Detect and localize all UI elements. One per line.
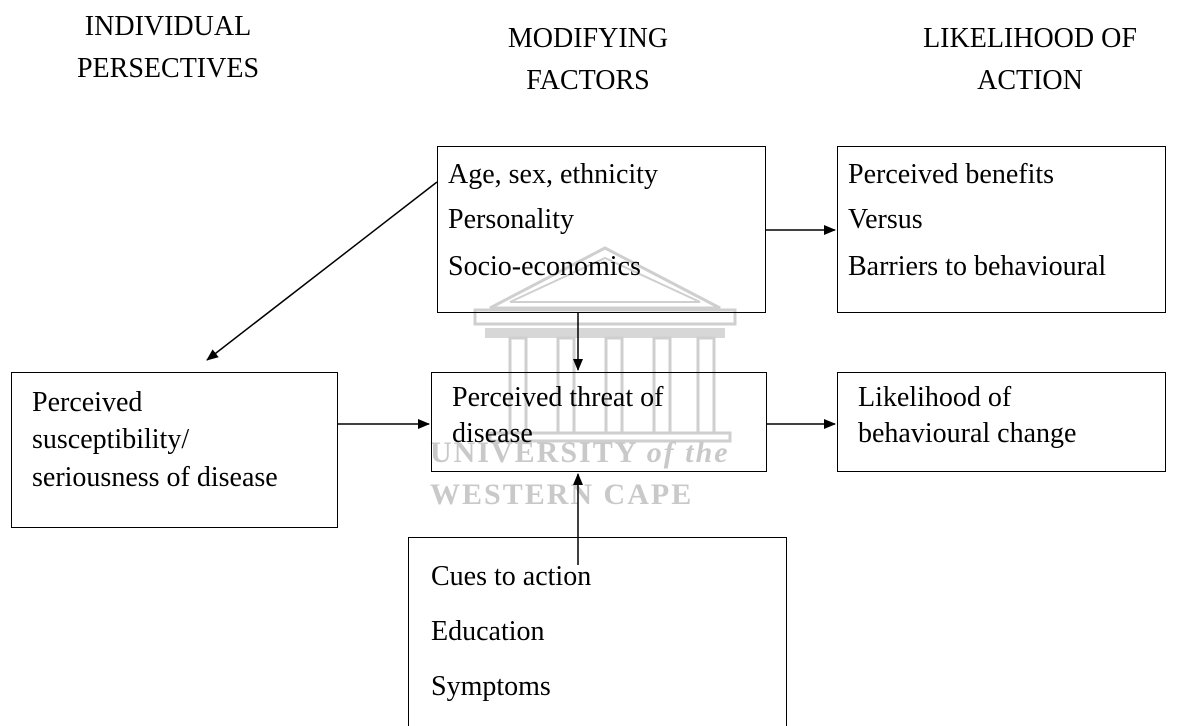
cues-to-action-box: Cues to action Education Symptoms (408, 537, 787, 726)
university-watermark: UNIVERSITY of the WESTERN CAPE (430, 238, 780, 568)
building-emblem-icon (473, 246, 737, 443)
susceptibility-line: Perceived (32, 387, 143, 418)
watermark-university-text: UNIVERSITY of the (430, 436, 730, 469)
likelihood-of-change-box: Likelihood of behavioural change (837, 372, 1166, 472)
modifying-factor-item: Socio-economics (448, 251, 641, 282)
benefits-barriers-item: Barriers to behavioural (848, 251, 1107, 282)
heading-individual-perspectives: INDIVIDUAL PERSECTIVES (76, 11, 260, 84)
threat-line: disease (452, 418, 533, 449)
likelihood-line: Likelihood of (858, 382, 1012, 413)
benefits-barriers-item: Versus (848, 204, 923, 235)
cue-item: Education (431, 616, 545, 647)
threat-line: Perceived threat of (452, 382, 664, 413)
arrow-modifying-to-susceptibility (206, 181, 438, 361)
modifying-factor-item: Personality (448, 204, 574, 235)
cue-item: Cues to action (431, 561, 592, 592)
perceived-threat-box: Perceived threat of disease (431, 372, 767, 472)
heading-likelihood-of-action: LIKELIHOOD OF ACTION (923, 23, 1137, 96)
susceptibility-line: susceptibility/ (32, 424, 190, 455)
cue-item: Symptoms (431, 671, 551, 702)
watermark-western-cape-text: WESTERN CAPE (430, 478, 694, 511)
benefits-barriers-box: Perceived benefits Versus Barriers to be… (837, 146, 1166, 313)
modifying-factor-item: Age, sex, ethnicity (448, 159, 658, 190)
benefits-barriers-item: Perceived benefits (848, 159, 1055, 190)
perceived-susceptibility-box: Perceived susceptibility/ seriousness of… (11, 372, 338, 528)
modifying-factors-box: Age, sex, ethnicity Personality Socio-ec… (437, 146, 766, 313)
heading-modifying-factors: MODIFYING FACTORS (507, 23, 669, 96)
susceptibility-line: seriousness of disease (32, 462, 278, 493)
likelihood-line: behavioural change (858, 418, 1077, 449)
